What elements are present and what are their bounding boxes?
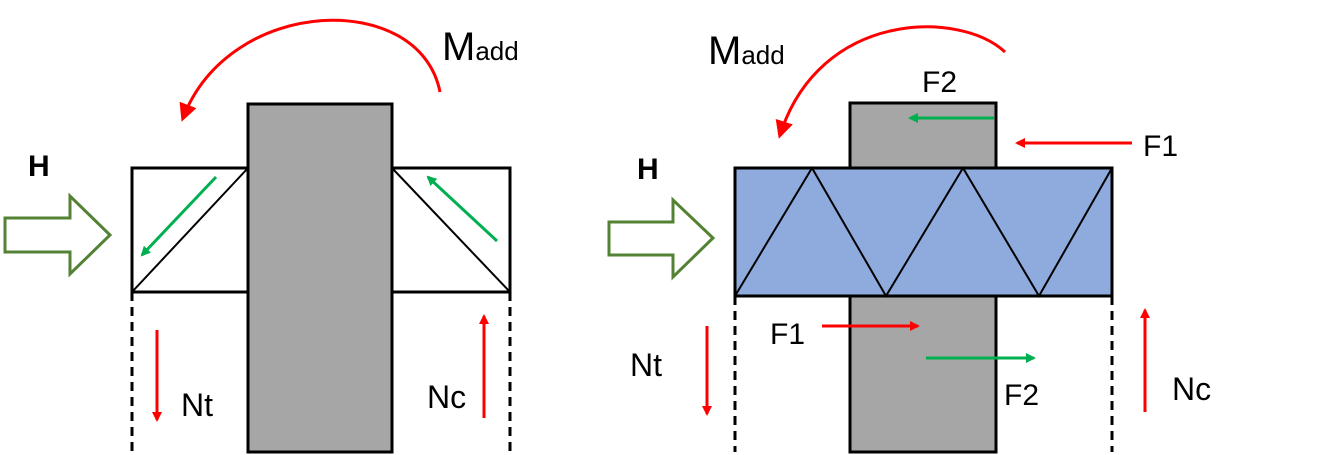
right-brace-force-arrow <box>426 175 499 243</box>
left-brace-force-arrow <box>140 175 218 257</box>
load-arrow-icon <box>607 196 716 281</box>
force-top-label: F2 <box>922 66 957 99</box>
right-diagram: Madd H F2 F1 F1 F2 Nt Nc <box>607 25 1211 454</box>
moment-arrow-icon <box>775 25 1007 139</box>
tension-label: Nt <box>630 347 662 383</box>
right-brace-diagonal <box>391 167 511 293</box>
load-label: H <box>28 150 50 183</box>
compression-label: Nc <box>427 379 466 415</box>
left-diagram: Madd H Nt Nc <box>3 18 519 454</box>
tension-label: Nt <box>181 387 213 423</box>
truss-web <box>734 166 1113 298</box>
load-label: H <box>637 153 659 186</box>
moment-label: Madd <box>442 25 519 69</box>
compression-label: Nc <box>1172 371 1211 407</box>
force-lower-left-label: F1 <box>770 318 805 351</box>
moment-label: Madd <box>708 29 785 73</box>
moment-arrow-icon <box>179 18 442 122</box>
left-brace-diagonal <box>131 167 249 293</box>
force-upper-right-label: F1 <box>1143 130 1178 163</box>
load-arrow-icon <box>3 192 113 278</box>
central-column <box>246 102 394 454</box>
force-lower-right-label: F2 <box>1004 379 1039 412</box>
